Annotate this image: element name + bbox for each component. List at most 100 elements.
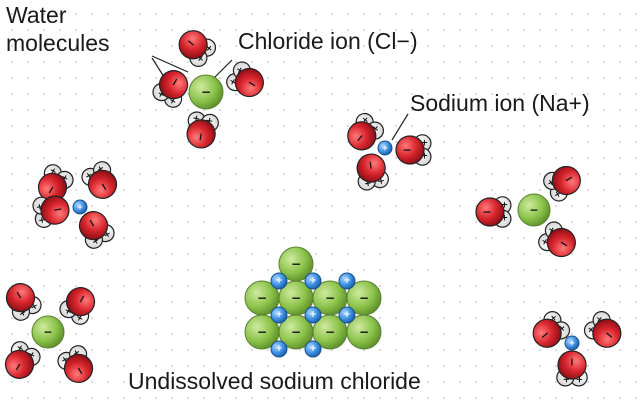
- sodium-ion-sphere: [270, 340, 288, 358]
- hydrogen-charge-sign: +: [375, 177, 386, 186]
- water-molecule-icon: ++−: [32, 195, 70, 228]
- chloride-charge-sign: −: [291, 257, 301, 271]
- sodium-ion-icon: +: [338, 306, 356, 324]
- hydrogen-charge-sign: +: [59, 353, 71, 365]
- water-molecule-icon: ++−: [395, 134, 432, 166]
- oxygen-atom: [186, 119, 216, 149]
- hydrogen-charge-sign: +: [421, 152, 429, 162]
- hydrogen-charge-sign: +: [27, 301, 39, 313]
- oxygen-atom: [87, 169, 118, 199]
- sodium-ion-sphere: [270, 272, 288, 290]
- sodium-ion-icon: +: [270, 340, 288, 358]
- hydrogen-charge-sign: +: [15, 343, 27, 355]
- water-molecules-label-line1: Water: [6, 2, 67, 28]
- oxygen-charge-sign: −: [193, 131, 207, 142]
- water-molecule-icon: ++−: [538, 221, 576, 258]
- hydrogen-charge-sign: +: [501, 214, 509, 224]
- chloride-charge-sign: −: [201, 85, 211, 99]
- chloride-ion-icon: −: [346, 314, 382, 350]
- sodium-charge-sign: +: [309, 310, 317, 320]
- oxygen-atom: [4, 349, 35, 379]
- hydrogen-charge-sign: +: [545, 176, 557, 188]
- oxygen-atom: [347, 121, 377, 151]
- hydrogen-charge-sign: +: [228, 75, 240, 87]
- sodium-ion-icon: +: [304, 272, 322, 290]
- hydrogen-charge-sign: +: [191, 114, 202, 123]
- water-molecule-icon: ++−: [78, 211, 115, 249]
- sodium-ion-sphere: [564, 335, 580, 351]
- sodium-charge-sign: +: [275, 344, 283, 354]
- hydrogen-charge-sign: +: [100, 229, 112, 241]
- water-molecule-icon: ++−: [81, 161, 118, 199]
- oxygen-atom: [178, 30, 208, 60]
- water-molecule-icon: ++−: [583, 310, 622, 348]
- water-molecules-layer: ++−++−++−++−++−++−++−++−++−++−++−++−++−+…: [4, 30, 622, 387]
- chloride-charge-sign: −: [359, 325, 369, 339]
- leader-line: [213, 59, 233, 79]
- hydrogen-charge-sign: +: [37, 214, 46, 225]
- hydrogen-charge-sign: +: [89, 236, 101, 248]
- water-molecule-icon: ++−: [347, 112, 385, 151]
- chloride-ion-sphere: [31, 315, 65, 349]
- hydrogen-charge-sign: +: [35, 200, 44, 211]
- chloride-ion-icon: −: [244, 314, 280, 350]
- oxygen-charge-sign: −: [482, 206, 491, 219]
- water-molecule-icon: ++−: [57, 345, 94, 383]
- leader-line: [151, 55, 189, 73]
- sodium-ion-icon: +: [377, 140, 393, 156]
- sodium-ion-icon: +: [564, 335, 580, 351]
- leader-line: [391, 113, 409, 141]
- chloride-ion-icon: −: [188, 74, 224, 110]
- oxygen-atom: [475, 197, 505, 227]
- sodium-charge-sign: +: [309, 344, 317, 354]
- chloride-ion-sphere: [188, 74, 224, 110]
- water-molecule-icon: ++−: [5, 283, 42, 321]
- chloride-ion-icon: −: [312, 314, 348, 350]
- chloride-charge-sign: −: [359, 291, 369, 305]
- hydrogen-charge-sign: +: [16, 308, 28, 320]
- water-molecule-icon: ++ −: [186, 111, 219, 149]
- chloride-charge-sign: −: [325, 325, 335, 339]
- oxygen-atom: [5, 283, 36, 313]
- water-molecule-icon: ++−: [543, 165, 581, 202]
- water-molecule-icon: + + −: [556, 350, 588, 387]
- chloride-charge-sign: −: [257, 325, 267, 339]
- sodium-ion-icon: +: [270, 306, 288, 324]
- water-molecule-icon: ++−: [356, 153, 389, 191]
- oxygen-atom: [78, 211, 109, 241]
- hydrogen-charge-sign: +: [205, 116, 216, 125]
- hydrogen-charge-sign: +: [574, 376, 584, 384]
- water-molecule-icon: ++−: [178, 30, 217, 68]
- sodium-charge-sign: +: [309, 276, 317, 286]
- sodium-charge-sign: +: [275, 276, 283, 286]
- oxygen-atom: [546, 227, 576, 258]
- chloride-ion-sphere: [346, 314, 382, 350]
- sodium-ion-icon: +: [270, 272, 288, 290]
- hydrogen-charge-sign: +: [26, 349, 38, 361]
- sodium-ion-icon: +: [338, 272, 356, 290]
- hydrogen-charge-sign: +: [95, 163, 107, 175]
- water-molecule-icon: ++−: [532, 310, 571, 348]
- hydrogen-charge-sign: +: [61, 305, 73, 317]
- oxygen-atom: [356, 153, 386, 183]
- oxygen-charge-sign: −: [566, 357, 579, 366]
- sodium-ion-label: Sodium ion (Na+): [410, 90, 590, 116]
- hydrogen-charge-sign: +: [71, 347, 83, 359]
- hydrogen-charge-sign: +: [501, 200, 509, 210]
- sodium-ion-sphere: [72, 199, 88, 215]
- sodium-ion-sphere: [304, 340, 322, 358]
- oxygen-charge-sign: −: [363, 159, 377, 170]
- hydrogen-charge-sign: +: [59, 172, 71, 184]
- sodium-ion-icon: +: [304, 340, 322, 358]
- sodium-charge-sign: +: [275, 310, 283, 320]
- sodium-ion-icon: +: [304, 306, 322, 324]
- sodium-charge-sign: +: [77, 203, 84, 212]
- water-molecule-icon: ++−: [152, 70, 189, 108]
- sodium-charge-sign: +: [569, 339, 576, 348]
- oxygen-charge-sign: −: [402, 144, 411, 157]
- sodium-ion-sphere: [377, 140, 393, 156]
- hydrogen-charge-sign: +: [560, 376, 570, 384]
- sodium-charge-sign: +: [343, 276, 351, 286]
